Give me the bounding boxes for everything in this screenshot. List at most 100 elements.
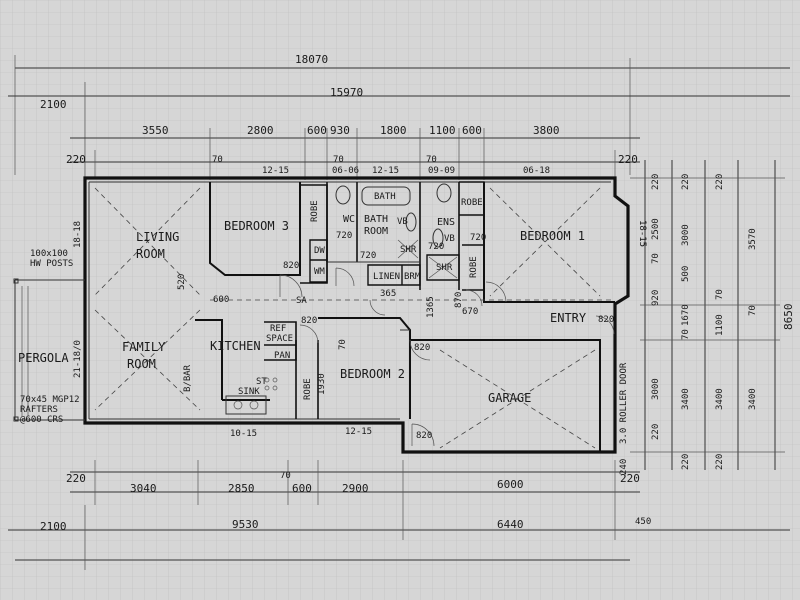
room-entry: ENTRY	[550, 311, 587, 325]
dim-r70b: 70	[715, 289, 725, 300]
room-bath-line2: ROOM	[364, 226, 388, 237]
dim-2800: 2800	[247, 124, 274, 137]
dim-720d: 720	[470, 233, 486, 243]
room-ens: ENS	[437, 217, 455, 228]
fixture-linen: LINEN	[373, 272, 400, 282]
dim-r500: 500	[681, 266, 691, 282]
dim-r3570: 3570	[748, 228, 758, 250]
dim-70c: 70	[426, 155, 437, 165]
right-dimensions	[630, 160, 785, 470]
fixture-pan: PAN	[274, 351, 290, 361]
dim-b2850: 2850	[228, 482, 255, 495]
door-swings	[279, 267, 615, 447]
dim-820a: 820	[283, 261, 299, 271]
dim-r70a: 70	[651, 253, 661, 264]
fixture-sa: SA	[296, 296, 307, 306]
dim-top-2100: 2100	[40, 98, 67, 111]
dim-r220b: 220	[651, 424, 661, 440]
dim-70a: 70	[212, 155, 223, 165]
fixture-bbar: B/BAR	[183, 364, 193, 392]
house-walls	[83, 176, 630, 454]
dim-r240: 240	[619, 459, 629, 475]
dim-600b: 600	[462, 124, 482, 137]
window-code-1815: 18-15	[637, 220, 647, 247]
room-bedroom2: BEDROOM 2	[340, 367, 405, 381]
dim-r3000: 3000	[651, 378, 661, 400]
dim-r220a: 220	[651, 174, 661, 190]
fixture-dw: DW	[314, 246, 325, 256]
fixture-bath-tub: BATH	[374, 192, 396, 202]
window-code-0606: 06-06	[332, 166, 359, 176]
fixture-robe-bed2: ROBE	[303, 378, 313, 400]
dim-r3000b: 3000	[681, 224, 691, 246]
dim-b2100: 2100	[40, 520, 67, 533]
dim-b6440: 6440	[497, 518, 524, 531]
dim-b2900: 2900	[342, 482, 369, 495]
dim-r220f: 220	[715, 454, 725, 470]
dim-b6000: 6000	[497, 478, 524, 491]
dim-r3400b: 3400	[715, 388, 725, 410]
dim-820b: 820	[301, 316, 317, 326]
dim-600a: 600	[307, 124, 327, 137]
dim-b220r: 220	[620, 472, 640, 485]
window-code-1215b: 12-15	[372, 166, 399, 176]
fixture-brm: BRM	[404, 272, 421, 282]
dim-930: 930	[330, 124, 350, 137]
dim-b3040: 3040	[130, 482, 157, 495]
pergola	[13, 278, 85, 422]
window-code-1215c: 12-15	[345, 427, 372, 437]
dim-r220c: 220	[681, 174, 691, 190]
dim-820e: 820	[416, 431, 432, 441]
note-rafters-line2: RAFTERS	[20, 405, 58, 415]
dim-r920: 920	[651, 290, 661, 306]
window-code-1015: 10-15	[230, 429, 257, 439]
dim-r1100: 1100	[715, 314, 725, 336]
dim-r2500: 2500	[651, 218, 661, 240]
dim-220-right: 220	[618, 153, 638, 166]
window-code-1215a: 12-15	[262, 166, 289, 176]
note-rafters-line3: @600 CRS	[20, 415, 63, 425]
dim-365: 365	[380, 289, 396, 299]
fixture-sink: SINK	[238, 387, 260, 397]
window-code-0909: 09-09	[428, 166, 455, 176]
dim-b600: 600	[292, 482, 312, 495]
fixture-robe-bed3: ROBE	[310, 200, 320, 222]
dim-r1670: 1670	[681, 304, 691, 326]
fixture-shr-bath: SHR	[400, 245, 417, 255]
dim-r220e: 220	[715, 174, 725, 190]
dim-670: 670	[462, 307, 478, 317]
dim-r3400c: 3400	[748, 388, 758, 410]
fixture-ref-line2: SPACE	[266, 334, 293, 344]
fixture-st: ST	[256, 377, 267, 387]
dim-820d: 820	[598, 315, 614, 325]
room-wc: WC	[343, 214, 355, 225]
bottom-dimensions	[8, 460, 790, 570]
dim-870: 870	[454, 292, 464, 308]
dim-1365: 1365	[426, 296, 436, 318]
dim-1800: 1800	[380, 124, 407, 137]
room-garage: GARAGE	[488, 391, 531, 405]
ceiling-lines	[94, 187, 615, 449]
dim-b220: 220	[66, 472, 86, 485]
fixture-roller-door: 3.0 ROLLER DOOR	[619, 362, 629, 444]
note-side: 18-18	[73, 221, 83, 248]
dim-1100: 1100	[429, 124, 456, 137]
dim-70k: 70	[338, 339, 348, 350]
room-kitchen: KITCHEN	[210, 339, 261, 353]
dim-720a: 720	[336, 231, 352, 241]
dim-r220d: 220	[681, 454, 691, 470]
room-living-line2: ROOM	[136, 247, 165, 261]
dim-top-total: 18070	[295, 53, 328, 66]
room-family-line2: ROOM	[127, 357, 156, 371]
fixture-vb-bath: VB	[397, 217, 408, 227]
note-posts-line2: HW POSTS	[30, 259, 73, 269]
note-posts-line1: 100x100	[30, 249, 68, 259]
room-bedroom3: BEDROOM 3	[224, 219, 289, 233]
dim-720c: 720	[428, 242, 444, 252]
dim-b70: 70	[280, 471, 291, 481]
dim-b450: 450	[635, 517, 651, 527]
dim-70b: 70	[333, 155, 344, 165]
right-dimension-labels: 220 2500 70 920 3000 220 240 220 3000 50…	[619, 174, 795, 475]
dim-520: 520	[177, 274, 187, 290]
